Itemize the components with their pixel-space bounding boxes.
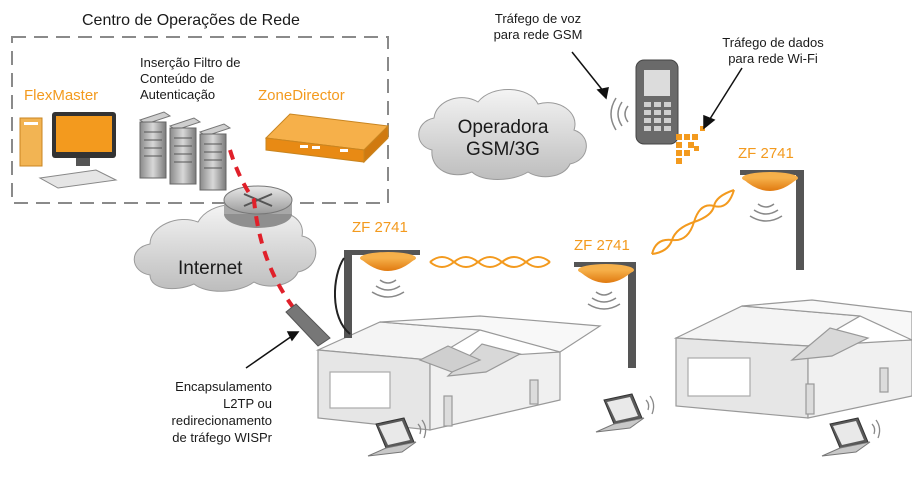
router-icon: [223, 185, 293, 228]
voice-traffic-label-line1: Tráfego de voz: [494, 11, 582, 26]
data-traffic-pixels: [676, 126, 705, 164]
access-point-1: [334, 250, 420, 338]
callout-arrows: [245, 51, 743, 369]
servers-label-line1: Inserção Filtro de: [140, 55, 241, 70]
tunnel-path: [228, 149, 302, 318]
access-point-label-1: ZF 2741: [352, 219, 408, 236]
right-building: [673, 299, 912, 419]
tunnel-label-line2: L2TP ou: [223, 396, 272, 411]
data-traffic-label-line2: para rede Wi-Fi: [728, 51, 818, 66]
laptop-icon-2: [595, 393, 655, 433]
flexmaster-label: FlexMaster: [24, 87, 99, 104]
laptop-icon-1: [367, 417, 427, 457]
flexmaster-computer-icon: [19, 112, 118, 189]
left-building: [315, 315, 602, 431]
zonedirector-appliance-icon: [264, 113, 390, 164]
servers-label-line3: Autenticação: [140, 87, 216, 102]
access-point-3: [740, 170, 804, 270]
operator-label-line1: Operadora: [457, 117, 549, 138]
access-point-2: [574, 262, 636, 368]
data-traffic-label-line1: Tráfego de dados: [722, 35, 824, 50]
tunnel-label-line4: de tráfego WISPr: [172, 430, 272, 445]
noc-title: Centro de Operações de Rede: [82, 12, 300, 29]
voice-traffic-label-line2: para rede GSM: [493, 27, 583, 42]
mesh-link-2: [651, 189, 735, 255]
tunnel-label-line3: redirecionamento: [171, 413, 272, 428]
tunnel-conduit: [285, 303, 331, 347]
operator-cloud: [418, 89, 587, 180]
servers-label-line2: Conteúdo de: [140, 71, 215, 86]
laptop-icon-3: [821, 417, 881, 457]
mesh-link-1: [429, 256, 551, 268]
internet-label: Internet: [178, 258, 243, 279]
tunnel-label-line1: Encapsulamento: [175, 379, 272, 394]
zonedirector-label: ZoneDirector: [258, 87, 345, 104]
server-rack-icon: [138, 111, 232, 191]
operator-label-line2: GSM/3G: [466, 139, 540, 160]
noc-dashed-box: [11, 36, 389, 204]
mobile-phone-icon: [610, 59, 679, 145]
access-point-label-3: ZF 2741: [738, 145, 794, 162]
access-point-label-2: ZF 2741: [574, 237, 630, 254]
